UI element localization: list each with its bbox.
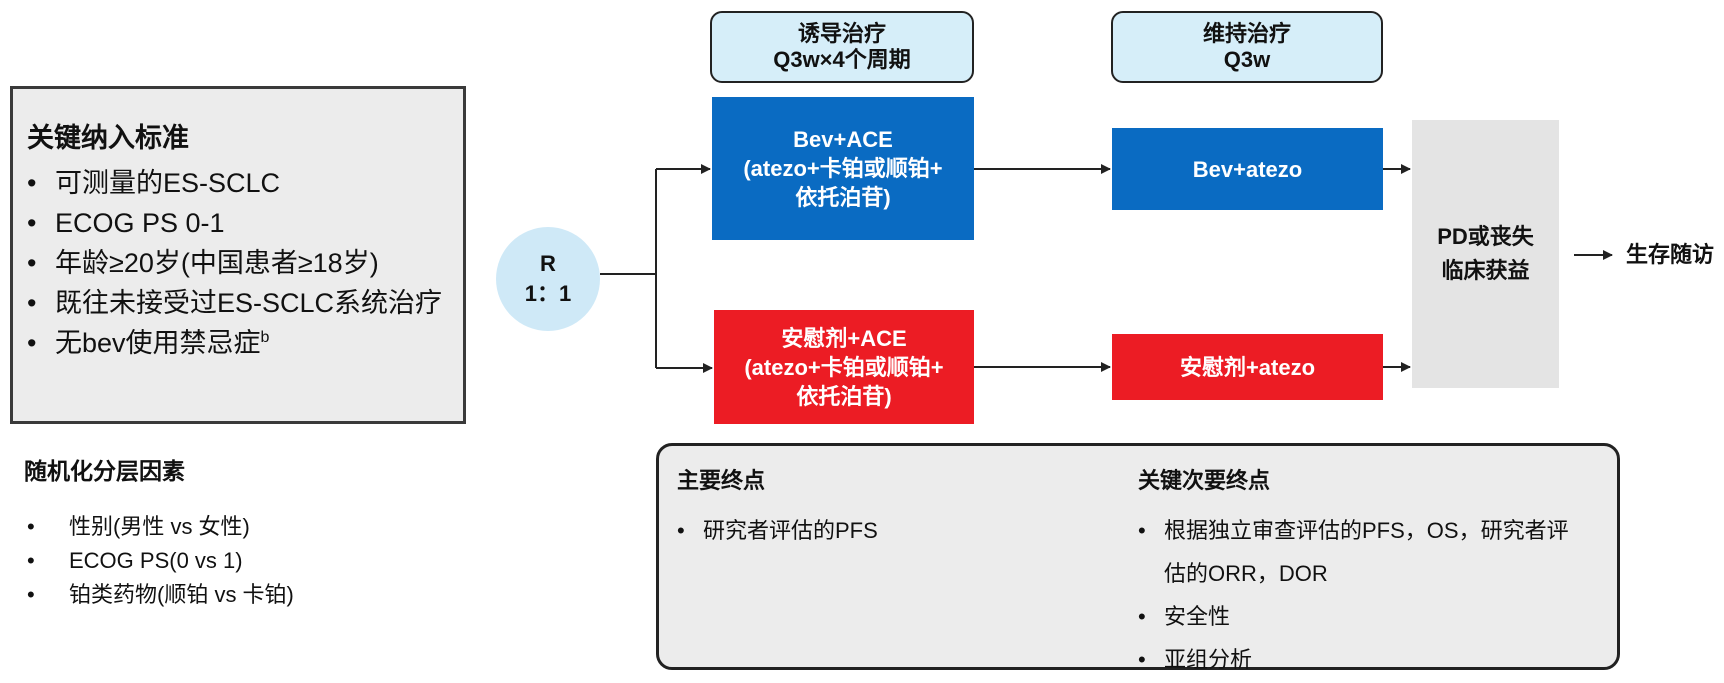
criteria-item: 无bev使用禁忌症b <box>27 323 449 363</box>
maintenance-phase-header: 维持治疗 Q3w <box>1111 11 1383 83</box>
inclusion-criteria-title: 关键纳入标准 <box>27 123 189 153</box>
arm-line: (atezo+卡铂或顺铂+ <box>744 354 944 380</box>
criteria-item: 年龄≥20岁(中国患者≥18岁) <box>27 243 449 283</box>
randomization-label: R <box>540 251 556 276</box>
randomization-circle: R 1：1 <box>496 227 600 331</box>
induction-placebo-arm: 安慰剂+ACE (atezo+卡铂或顺铂+ 依托泊苷) <box>714 310 974 424</box>
maintenance-phase-schedule: Q3w <box>1223 47 1271 72</box>
arm-line: 安慰剂+ACE <box>781 325 907 351</box>
secondary-endpoint-item: 亚组分析 <box>1138 638 1588 681</box>
stratification-title: 随机化分层因素 <box>24 458 185 484</box>
stratification-item: 性别(男性 vs 女性) <box>24 510 294 544</box>
arm-line: (atezo+卡铂或顺铂+ <box>743 156 943 181</box>
stratification-item: 铂类药物(顺铂 vs 卡铂) <box>24 578 294 612</box>
progression-box: PD或丧失 临床获益 <box>1412 120 1559 388</box>
criteria-item: 既往未接受过ES-SCLC系统治疗 <box>27 283 449 323</box>
randomization-ratio: 1：1 <box>524 281 572 306</box>
arm-line: Bev+ACE <box>793 127 893 152</box>
induction-phase-schedule: Q3w×4个周期 <box>773 47 911 72</box>
criteria-item: ECOG PS 0-1 <box>27 203 449 243</box>
arm-line: 依托泊苷) <box>795 185 891 210</box>
criteria-item-text: 既往未接受过ES-SCLC系统治疗 <box>55 288 443 318</box>
criteria-item: 可测量的ES-SCLC <box>27 163 449 203</box>
secondary-endpoint-item: 安全性 <box>1138 595 1588 638</box>
primary-endpoint-item: 研究者评估的PFS <box>677 509 878 552</box>
primary-endpoint-list: 研究者评估的PFS <box>677 509 878 552</box>
secondary-endpoint-list: 根据独立审查评估的PFS，OS，研究者评估的ORR，DOR 安全性 亚组分析 <box>1138 509 1588 681</box>
progression-line: PD或丧失 <box>1437 224 1534 249</box>
induction-phase-title: 诱导治疗 <box>797 21 886 46</box>
stratification-list: 性别(男性 vs 女性) ECOG PS(0 vs 1) 铂类药物(顺铂 vs … <box>24 510 294 612</box>
survival-followup-label: 生存随访 <box>1626 242 1715 267</box>
maintenance-placebo-arm: 安慰剂+atezo <box>1112 334 1383 400</box>
maintenance-phase-title: 维持治疗 <box>1202 21 1291 46</box>
endpoints-panel: 主要终点 研究者评估的PFS 关键次要终点 根据独立审查评估的PFS，OS，研究… <box>656 443 1620 681</box>
criteria-item-text: 无bev使用禁忌症 <box>55 328 261 358</box>
induction-bev-arm: Bev+ACE (atezo+卡铂或顺铂+ 依托泊苷) <box>712 97 974 240</box>
secondary-endpoint-item: 根据独立审查评估的PFS，OS，研究者评估的ORR，DOR <box>1138 509 1588 595</box>
footnote-marker: b <box>260 329 270 346</box>
inclusion-criteria-list: 可测量的ES-SCLC ECOG PS 0-1 年龄≥20岁(中国患者≥18岁)… <box>27 163 449 363</box>
progression-line: 临床获益 <box>1441 258 1530 283</box>
induction-phase-header: 诱导治疗 Q3w×4个周期 <box>710 11 974 83</box>
stratification-item: ECOG PS(0 vs 1) <box>24 544 294 578</box>
arm-line: 依托泊苷) <box>796 383 892 409</box>
secondary-endpoint-title: 关键次要终点 <box>1138 468 1271 493</box>
inclusion-criteria-panel: 关键纳入标准 可测量的ES-SCLC ECOG PS 0-1 年龄≥20岁(中国… <box>10 86 466 424</box>
primary-endpoint-title: 主要终点 <box>677 468 766 493</box>
maintenance-bev-arm: Bev+atezo <box>1112 128 1383 210</box>
